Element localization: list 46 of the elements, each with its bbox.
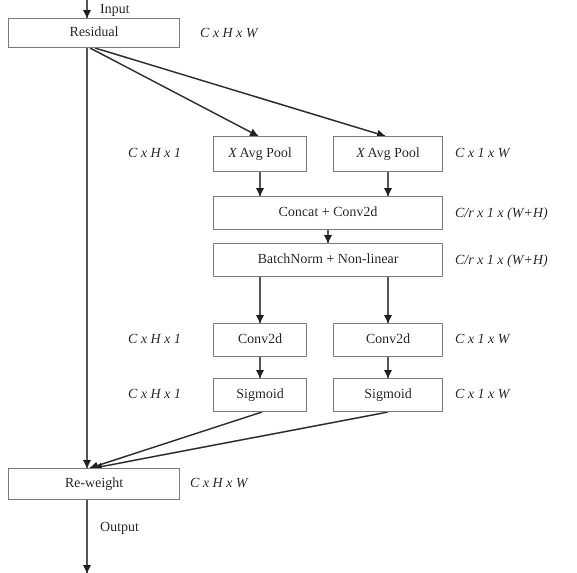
process-box [213, 323, 307, 357]
arrow [384, 357, 392, 378]
arrow [256, 357, 264, 378]
process-box [213, 196, 443, 230]
dimension-label: C x 1 x W [455, 387, 510, 403]
box-label: Sigmoid [236, 387, 284, 403]
box-label: BatchNorm + Non-linear [258, 252, 398, 268]
process-box [333, 378, 443, 412]
arrow [83, 500, 91, 573]
process-box [213, 243, 443, 277]
arrow [90, 47, 258, 137]
process-box [213, 136, 307, 172]
box-label: Residual [70, 25, 118, 41]
box-label: X Avg Pool [356, 146, 420, 162]
dimension-label: C x H x W [190, 476, 248, 492]
arrow [256, 172, 264, 196]
dimension-label: C x H x W [200, 26, 258, 42]
dimension-label: C/r x 1 x (W+H) [455, 206, 548, 222]
process-box [8, 18, 180, 48]
edge-label: Output [100, 520, 139, 536]
box-label: Re-weight [64, 476, 124, 492]
dimension-label: C x H x 1 [128, 387, 181, 403]
dimension-label: C x 1 x W [455, 332, 510, 348]
arrow [83, 48, 91, 468]
edge-label: Input [100, 2, 130, 18]
dimension-label: C x H x 1 [128, 146, 181, 162]
dimension-label: C x 1 x W [455, 146, 510, 162]
box-label: Concat + Conv2d [278, 205, 378, 221]
arrow [90, 411, 262, 470]
process-box [333, 323, 443, 357]
arrow [83, 0, 91, 18]
arrow [256, 277, 264, 323]
process-box [213, 378, 307, 412]
dimension-label: C x H x 1 [128, 332, 181, 348]
process-box [333, 136, 443, 172]
arrow [384, 277, 392, 323]
box-label: Conv2d [238, 332, 282, 348]
box-label: Conv2d [366, 332, 410, 348]
arrow [94, 411, 388, 470]
process-box [8, 468, 180, 500]
box-label: X Avg Pool [228, 146, 292, 162]
dimension-label: C/r x 1 x (W+H) [455, 253, 548, 269]
arrow [94, 47, 386, 138]
arrow [384, 172, 392, 196]
box-label: Sigmoid [364, 387, 412, 403]
arrow [324, 230, 332, 243]
